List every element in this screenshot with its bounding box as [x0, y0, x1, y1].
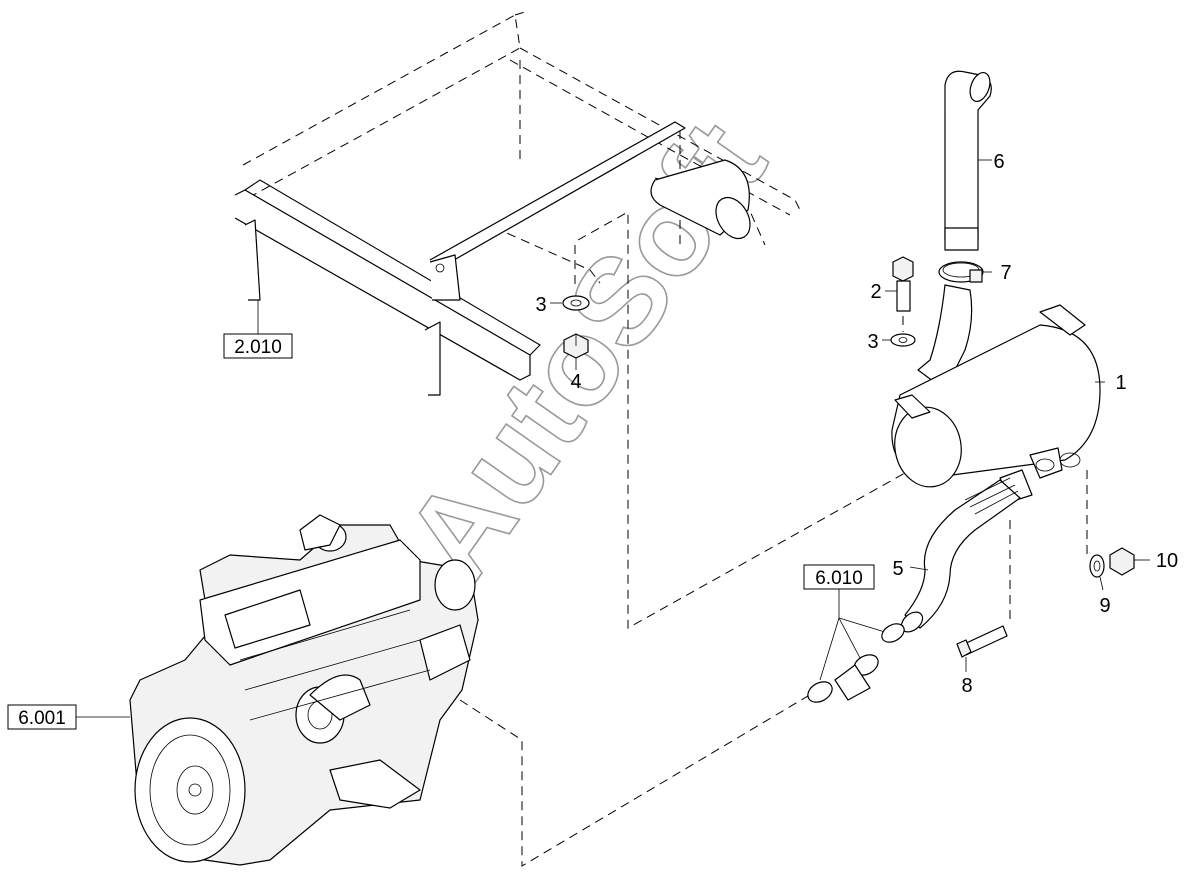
- ref-engine-label: 6.001: [18, 708, 66, 729]
- flex-pipe: [900, 477, 1021, 633]
- callout-9: 9: [1099, 595, 1110, 617]
- tank: [650, 159, 751, 240]
- nut-bottom: [1109, 547, 1150, 576]
- callout-5: 5: [892, 558, 903, 580]
- callout-3-right: 3: [867, 331, 878, 353]
- callout-4: 4: [570, 371, 581, 393]
- clamp-band: [938, 261, 992, 283]
- callout-3-left: 3: [535, 294, 546, 316]
- pipe-clamps: 6.010: [803, 564, 905, 703]
- nut-left: [563, 333, 589, 370]
- callout-6: 6: [993, 151, 1004, 173]
- tail-pipe: [944, 70, 992, 251]
- assembly-lines: [459, 211, 1088, 867]
- callout-10: 10: [1156, 550, 1178, 572]
- callout-8: 8: [961, 675, 972, 697]
- ref-frame-label: 2.010: [234, 337, 282, 358]
- washer-right: [882, 333, 916, 347]
- ref-frame: 2.010: [223, 333, 293, 359]
- frame-assembly: [234, 11, 801, 396]
- washer-left: [550, 295, 590, 311]
- bolt-bottom: [956, 625, 1008, 672]
- bolt-top: [885, 256, 914, 312]
- callout-1: 1: [1115, 372, 1126, 394]
- washer-bottom: [1089, 554, 1105, 591]
- ref-engine: 6.001: [7, 704, 130, 730]
- muffler: [891, 284, 1105, 503]
- callout-7: 7: [1000, 262, 1011, 284]
- callout-2: 2: [870, 281, 881, 303]
- ref-clamps-label: 6.010: [815, 568, 863, 589]
- engine: [129, 514, 479, 866]
- callout-numbers: 1 2 3 3 4 5 6 7 8 9 10: [535, 151, 1178, 697]
